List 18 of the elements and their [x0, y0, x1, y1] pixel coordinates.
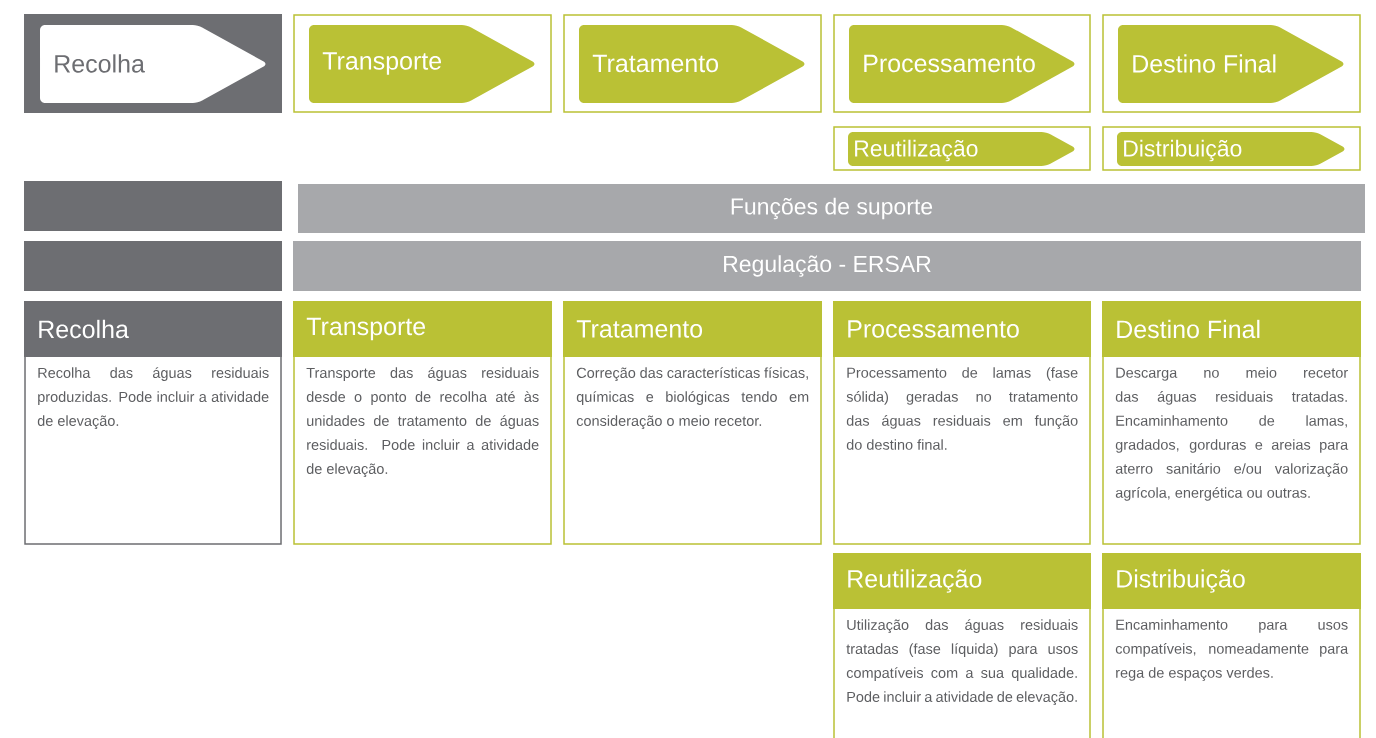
stage-card: Reutilização Utilização das águas residuais tratadas (fase líquida) para usos compatíveis com a sua qualidade. Pode incluir a atividade de elevação. [833, 553, 1091, 738]
stage-card: Processamento Processamento de lamas (fase sólida) geradas no tratamento das águas residuais em função do destino final. [833, 301, 1091, 545]
stage-card: Recolha Recolha das águas residuais produzidas. Pode incluir a atividade de elevação. [24, 301, 282, 545]
stage-tab: Destino Final [1102, 14, 1361, 113]
stage-tab: Recolha [24, 14, 282, 113]
stage-tab: Reutilização [833, 126, 1091, 171]
stage-card: Transporte Transporte das águas residuais desde o ponto de recolha até às unidades de tratamento de águas residuais. Pode incluir a atividade de elevação. [293, 301, 552, 545]
support-band: Funções de suporte [298, 184, 1365, 233]
stage-tab: Processamento [833, 14, 1091, 113]
stage-card: Destino Final Descarga no meio recetor das águas residuais tratadas. Encaminhamento de lamas, gradados, gorduras e areias para aterro sanitário e/ou valorização agrícola, energética ou outras. [1102, 301, 1361, 545]
stage-tab: Distribuição [1102, 126, 1361, 171]
stage-tab: Tratamento [563, 14, 822, 113]
support-band: Regulação - ERSAR [293, 241, 1361, 291]
side-block [24, 181, 282, 231]
side-block [24, 241, 282, 291]
stage-card: Distribuição Encaminhamento para usos compatíveis, nomeadamente para rega de espaços verdes. [1102, 553, 1361, 738]
stage-tab: Transporte [293, 14, 552, 113]
stage-card: Tratamento Correção das características físicas, químicas e biológicas tendo em consideração o meio recetor. [563, 301, 822, 545]
